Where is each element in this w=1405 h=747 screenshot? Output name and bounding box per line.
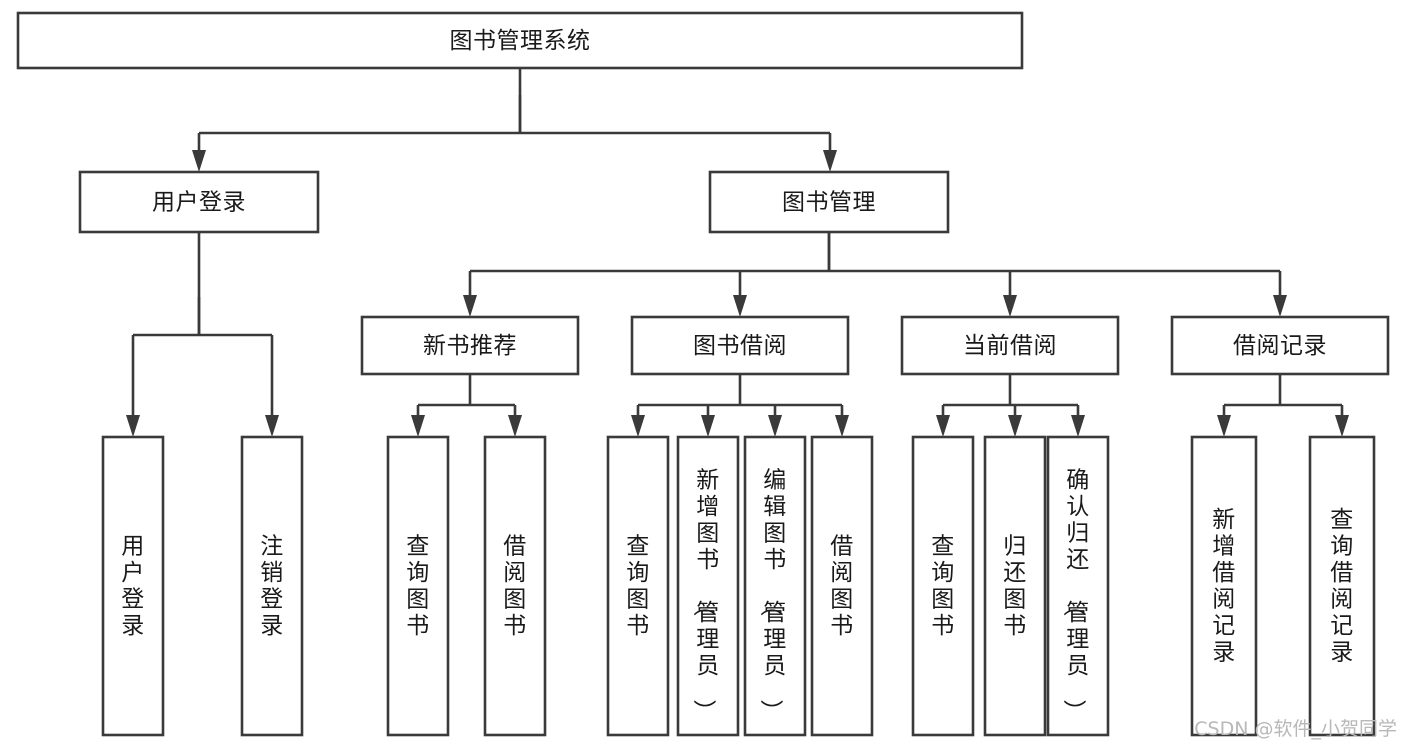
node-box[interactable]: [386, 435, 450, 737]
node-label: 当前借阅: [963, 333, 1057, 359]
node-box[interactable]: [1308, 435, 1376, 737]
node-level1[interactable]: 图书管理: [708, 170, 950, 234]
node-box[interactable]: [360, 315, 580, 376]
node-label: 注销登录: [260, 534, 284, 640]
node-box[interactable]: [708, 170, 950, 234]
arrow-head-icon: [265, 415, 279, 437]
node-box[interactable]: [1046, 435, 1110, 737]
arrow-head-icon: [1273, 295, 1287, 317]
arrow-head-icon: [126, 415, 140, 437]
node-box[interactable]: [1170, 315, 1390, 376]
node-level2[interactable]: 当前借阅: [900, 315, 1120, 376]
node-label: 用户登录: [121, 534, 145, 640]
node-label: 查询图书: [931, 534, 955, 640]
arrow-head-icon: [1071, 415, 1085, 437]
node-label: 图书管理: [782, 190, 876, 216]
node-box[interactable]: [240, 435, 304, 737]
node-leaf[interactable]: 用户登录: [101, 435, 165, 737]
node-leaf[interactable]: 编辑图书（管理员）: [743, 435, 807, 737]
arrow-head-icon: [701, 415, 715, 437]
node-level2[interactable]: 新书推荐: [360, 315, 580, 376]
arrow-head-icon: [835, 415, 849, 437]
node-leaf[interactable]: 注销登录: [240, 435, 304, 737]
node-box[interactable]: [78, 170, 320, 234]
node-box[interactable]: [900, 315, 1120, 376]
node-box[interactable]: [16, 11, 1024, 70]
node-leaf[interactable]: 查询借阅记录: [1308, 435, 1376, 737]
arrow-head-icon: [411, 415, 425, 437]
node-leaf[interactable]: 归还图书: [983, 435, 1047, 737]
arrow-head-icon: [823, 150, 837, 172]
node-box[interactable]: [743, 435, 807, 737]
node-label: 编辑图书（管理员）: [757, 467, 787, 723]
node-label: 新增借阅记录: [1212, 507, 1236, 666]
node-leaf[interactable]: 查询图书: [911, 435, 975, 737]
arrow-head-icon: [936, 415, 950, 437]
node-level1[interactable]: 用户登录: [78, 170, 320, 234]
node-level2[interactable]: 借阅记录: [1170, 315, 1390, 376]
node-layer: 图书管理系统用户登录图书管理新书推荐图书借阅当前借阅借阅记录用户登录注销登录查询…: [16, 11, 1390, 737]
node-leaf[interactable]: 借阅图书: [483, 435, 547, 737]
node-leaf[interactable]: 新增图书（管理员）: [676, 435, 740, 737]
node-box[interactable]: [606, 435, 670, 737]
node-label: 确认归还（管理员）: [1060, 467, 1090, 723]
arrow-head-icon: [1217, 415, 1231, 437]
node-leaf[interactable]: 查询图书: [606, 435, 670, 737]
node-box[interactable]: [1190, 435, 1258, 737]
arrow-head-icon: [1008, 415, 1022, 437]
node-box[interactable]: [101, 435, 165, 737]
node-box[interactable]: [983, 435, 1047, 737]
node-level2[interactable]: 图书借阅: [630, 315, 850, 376]
node-label: 借阅图书: [830, 534, 854, 640]
node-box[interactable]: [676, 435, 740, 737]
node-label: 新增图书（管理员）: [690, 467, 720, 723]
arrow-head-icon: [192, 150, 206, 172]
node-label: 查询图书: [406, 534, 430, 640]
node-label: 归还图书: [1003, 534, 1027, 640]
connector-layer: [126, 68, 1349, 437]
node-label: 查询借阅记录: [1330, 507, 1354, 666]
node-label: 用户登录: [152, 190, 246, 216]
node-box[interactable]: [483, 435, 547, 737]
node-label: 图书借阅: [693, 333, 787, 359]
node-box[interactable]: [911, 435, 975, 737]
node-leaf[interactable]: 借阅图书: [810, 435, 874, 737]
arrow-head-icon: [1335, 415, 1349, 437]
node-label: 借阅记录: [1233, 333, 1327, 359]
node-box[interactable]: [630, 315, 850, 376]
arrow-head-icon: [631, 415, 645, 437]
node-label: 图书管理系统: [450, 28, 591, 54]
arrow-head-icon: [733, 295, 747, 317]
arrow-head-icon: [508, 415, 522, 437]
node-leaf[interactable]: 新增借阅记录: [1190, 435, 1258, 737]
node-leaf[interactable]: 查询图书: [386, 435, 450, 737]
arrow-head-icon: [1003, 295, 1017, 317]
arrow-head-icon: [463, 295, 477, 317]
node-root[interactable]: 图书管理系统: [16, 11, 1024, 70]
node-label: 查询图书: [626, 534, 650, 640]
node-label: 借阅图书: [503, 534, 527, 640]
node-leaf[interactable]: 确认归还（管理员）: [1046, 435, 1110, 737]
arrow-head-icon: [768, 415, 782, 437]
node-label: 新书推荐: [423, 333, 517, 359]
node-box[interactable]: [810, 435, 874, 737]
